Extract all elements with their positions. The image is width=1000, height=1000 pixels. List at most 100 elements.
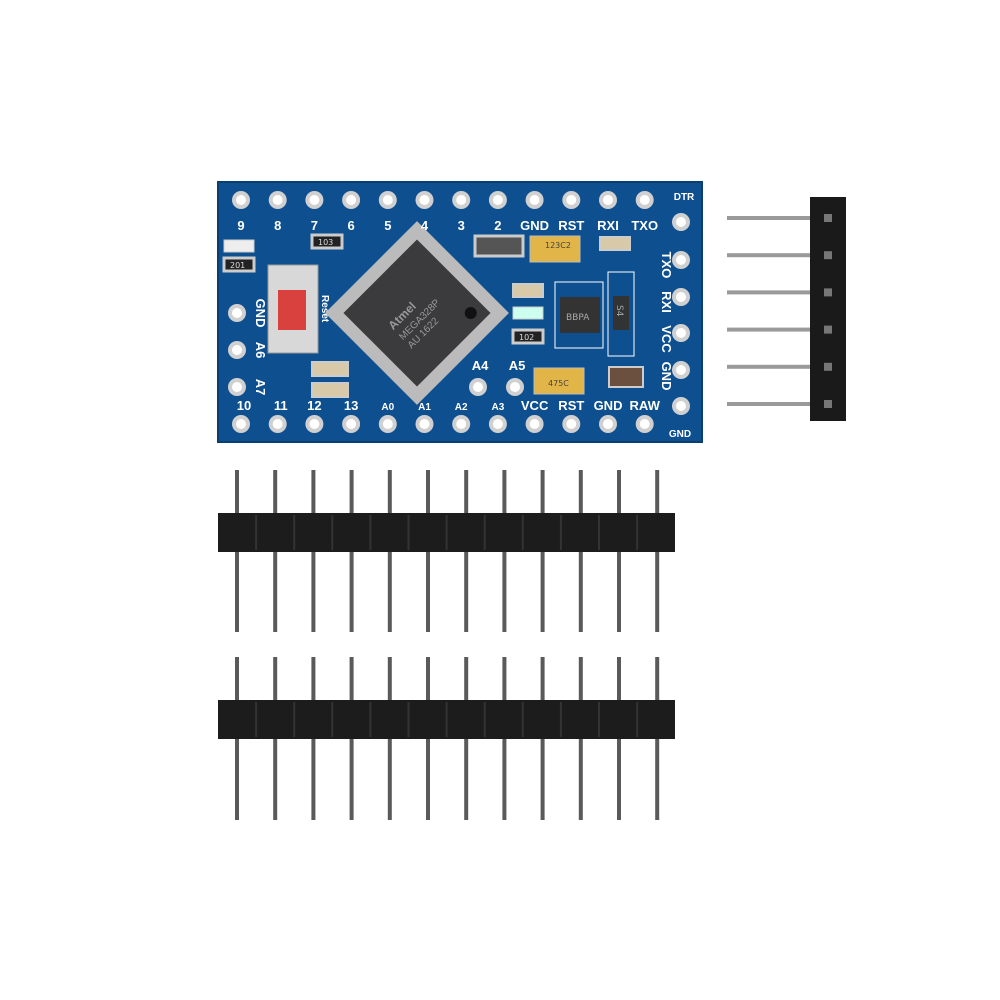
housing-notch	[369, 702, 372, 737]
pin-hole	[672, 251, 690, 269]
regulator-marking: BBPA	[566, 313, 590, 323]
header-housing	[810, 197, 846, 421]
pin-label: RXI	[597, 218, 619, 233]
pin-label: A1	[418, 402, 431, 413]
pin-label: A6	[253, 342, 268, 359]
voltage-regulator: BBPA	[554, 281, 604, 349]
pin-label: TXO	[631, 218, 658, 233]
pin-label: 13	[344, 398, 358, 413]
pin-end	[824, 400, 832, 408]
pin-hole	[342, 415, 361, 433]
pin-end	[824, 362, 832, 371]
pin-label: VCC	[659, 325, 674, 353]
pin-hole	[378, 191, 397, 209]
pin-hole	[488, 415, 507, 433]
pin-hole	[228, 341, 246, 359]
housing-notch	[331, 515, 334, 550]
pin-label: GND	[659, 362, 674, 391]
pin-label: 11	[274, 398, 288, 413]
pin-holes	[228, 191, 690, 433]
pin-hole	[562, 415, 581, 433]
pin-label: GND	[594, 398, 623, 413]
pin-hole	[525, 191, 544, 209]
capacitor-marking: 475C	[548, 379, 569, 388]
pin-hole	[268, 191, 287, 209]
right-angle-header-6pin	[727, 197, 846, 421]
pin-hole	[672, 324, 690, 342]
pin-hole	[415, 415, 434, 433]
pin-label: GND	[253, 299, 268, 328]
pin-hole	[672, 213, 690, 231]
pin-label: A4	[472, 358, 489, 373]
header-pin	[727, 253, 817, 258]
pin-hole	[635, 415, 654, 433]
pin-hole	[672, 288, 690, 306]
pin-end	[824, 325, 832, 334]
pcb-silkscreen-labels: 9108117126135A04A13A22A3GNDVCCRSTRSTRXIG…	[237, 192, 695, 440]
pin-label: A7	[253, 379, 268, 396]
diode: S4	[607, 271, 635, 357]
header-pin	[727, 364, 817, 369]
resistor-marking: 103	[318, 238, 333, 247]
resistor-marking: 102	[519, 333, 534, 342]
pin-hole	[525, 415, 544, 433]
pin-hole	[635, 191, 654, 209]
pin-label: 3	[458, 218, 465, 233]
housing-notch	[559, 702, 562, 737]
housing-notch	[483, 702, 486, 737]
capacitor	[512, 283, 544, 298]
tantalum-capacitor-bottom: 475C	[533, 367, 585, 395]
housing-notch	[636, 515, 639, 550]
components: Reset Atmel MEGA328P AU 1622 123C2 475C …	[222, 221, 644, 405]
pin-hole	[562, 191, 581, 209]
pin-label: 6	[347, 218, 354, 233]
straight-pin-headers	[218, 470, 675, 820]
pin-label: 4	[421, 218, 429, 233]
pin-hole	[232, 191, 250, 209]
led	[223, 239, 255, 253]
pin-hole	[232, 415, 250, 433]
pin-label: RST	[558, 398, 584, 413]
housing-notch	[445, 702, 448, 737]
pin-label: TXO	[659, 252, 674, 279]
header-pin	[727, 216, 817, 220]
diode-marking: S4	[614, 305, 624, 317]
pin-label: A3	[492, 402, 505, 413]
pin-hole	[228, 304, 246, 322]
tantalum-capacitor-top: 123C2	[529, 235, 581, 263]
pin-hole	[305, 191, 324, 209]
pin-hole	[506, 378, 524, 396]
pin-hole	[672, 397, 690, 415]
pin-header-strip	[218, 657, 675, 820]
housing-notch	[483, 515, 486, 550]
resistor	[310, 233, 344, 250]
pin-hole	[452, 191, 471, 209]
pin-label: GND	[520, 218, 549, 233]
pin-hole	[452, 415, 471, 433]
housing-notch	[559, 515, 562, 550]
housing-notch	[407, 515, 410, 550]
resistor-marking: 201	[230, 261, 245, 270]
pin-label: DTR	[674, 192, 695, 203]
pin-hole	[488, 191, 507, 209]
capacitor	[599, 236, 631, 251]
header-pin	[727, 402, 817, 406]
capacitor	[608, 366, 644, 388]
pin-hole	[305, 415, 324, 433]
pin-label: 2	[494, 218, 501, 233]
pin-label: 7	[311, 218, 318, 233]
pin-end	[824, 251, 832, 260]
capacitor	[311, 361, 349, 377]
pin-label: RST	[558, 218, 584, 233]
pin-label: RXI	[659, 291, 674, 313]
pin-label: 5	[384, 218, 391, 233]
reset-button: Reset	[267, 264, 330, 354]
capacitor-marking: 123C2	[545, 241, 571, 250]
capacitor	[311, 382, 349, 398]
housing-notch	[598, 515, 600, 550]
housing-notch	[598, 702, 600, 737]
housing-notch	[407, 702, 410, 737]
atmega328p-chip	[325, 221, 509, 405]
pin-hole	[378, 415, 397, 433]
